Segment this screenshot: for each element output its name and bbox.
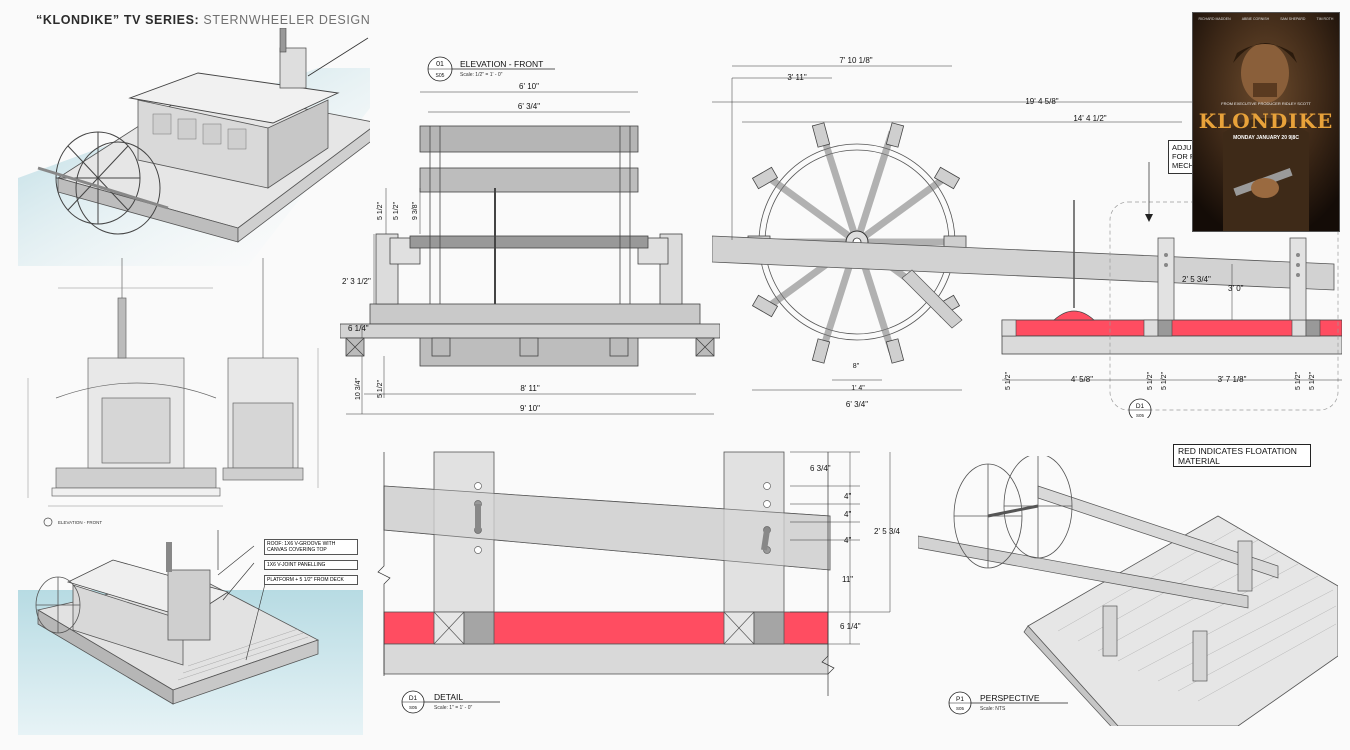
callout-roof: ROOF: 1X6 V-GROOVE WITH CANVAS COVERING … [264,539,358,555]
svg-text:4": 4" [844,492,851,501]
poster-cast-4: TIM ROTH [1316,17,1334,21]
svg-text:5 1/2": 5 1/2" [1295,371,1302,390]
svg-text:3' 7 1/8": 3' 7 1/8" [1218,375,1247,384]
svg-text:5 1/2": 5 1/2" [393,201,400,220]
svg-text:D1: D1 [1136,403,1145,410]
svg-text:5 1/2": 5 1/2" [377,201,384,220]
svg-text:5 1/2": 5 1/2" [1147,371,1154,390]
svg-text:S05: S05 [436,73,445,79]
svg-text:19' 4 5/8": 19' 4 5/8" [1025,97,1058,106]
svg-text:2' 5 3/4": 2' 5 3/4" [874,527,900,536]
svg-text:11": 11" [842,575,853,584]
svg-text:6 1/4": 6 1/4" [840,622,861,631]
svg-text:2' 3 1/2": 2' 3 1/2" [342,277,371,286]
svg-text:8' 11": 8' 11" [520,384,540,393]
svg-text:S05: S05 [1136,413,1145,418]
callout-platform: PLATFORM + 5 1/2" FROM DECK [264,575,358,585]
poster-cast-3: SAM SHEPARD [1280,17,1306,21]
svg-text:6 3/4": 6 3/4" [810,464,831,473]
render-bottom-left [18,530,363,735]
svg-text:4": 4" [844,510,851,519]
title-light: STERNWHEELER DESIGN [203,13,371,27]
svg-text:D1: D1 [409,695,418,702]
svg-text:5 1/2": 5 1/2" [377,379,384,398]
svg-text:6' 3/4": 6' 3/4" [518,102,540,111]
svg-text:9' 10": 9' 10" [520,404,540,413]
render-top-left [18,28,370,266]
svg-text:5 1/2": 5 1/2" [1005,371,1012,390]
svg-text:DETAIL: DETAIL [434,692,463,702]
svg-text:8": 8" [853,363,860,370]
svg-text:6 1/4": 6 1/4" [348,324,369,333]
svg-text:S05: S05 [956,706,965,711]
perspective-drawing: P1 S05 PERSPECTIVE Scale: NTS [918,456,1338,726]
callout-panelling: 1X6 V-JOINT PANELLING [264,560,358,570]
svg-text:14' 4 1/2": 14' 4 1/2" [1073,114,1106,123]
svg-text:1' 4": 1' 4" [851,385,865,392]
small-view-label: ELEVATION - FRONT [58,520,102,525]
svg-text:4' 5/8": 4' 5/8" [1071,375,1093,384]
svg-text:6' 3/4": 6' 3/4" [846,400,868,409]
svg-text:10 3/4": 10 3/4" [355,378,362,400]
poster-cast-1: RICHARD MADDEN [1198,17,1231,21]
svg-text:PERSPECTIVE: PERSPECTIVE [980,693,1040,703]
poster-title: KLONDIKE [1198,109,1334,133]
svg-text:6' 10": 6' 10" [519,82,539,91]
svg-text:Scale: 1/2" = 1' - 0": Scale: 1/2" = 1' - 0" [460,72,503,78]
small-elevations: ELEVATION - FRONT [27,258,319,527]
klondike-poster: RICHARD MADDEN ABBIE CORNISH SAM SHEPARD… [1192,12,1340,232]
svg-text:01: 01 [436,61,444,68]
sheet-title: “KLONDIKE” TV SERIES: STERNWHEELER DESIG… [36,13,370,27]
svg-text:3' 0": 3' 0" [1228,284,1244,293]
svg-text:9 3/8": 9 3/8" [412,201,419,220]
svg-text:Scale: NTS: Scale: NTS [980,706,1006,712]
side-elevation-drawing: 7' 10 1/8" 3' 11" 19' 4 5/8" 14' 4 1/2" … [712,56,1342,418]
poster-date: MONDAY JANUARY 20 9|8C [1233,135,1299,141]
svg-text:7' 10 1/8": 7' 10 1/8" [839,56,872,65]
svg-text:Scale: 1" = 1' - 0": Scale: 1" = 1' - 0" [434,705,472,711]
svg-text:ELEVATION - FRONT: ELEVATION - FRONT [460,59,543,69]
svg-text:S05: S05 [409,705,418,710]
svg-text:P1: P1 [956,696,964,703]
flotation-note: RED INDICATES FLOATATION MATERIAL [1173,444,1311,467]
detail-drawing: 6 3/4" 4" 4" 4" 11" 6 1/4" 2' 5 3/4" D1 … [377,451,900,714]
svg-text:4": 4" [844,536,851,545]
svg-text:5 1/2": 5 1/2" [1309,371,1316,390]
svg-text:3' 11": 3' 11" [787,73,807,82]
elevation-front-tag: 01 S05 ELEVATION - FRONT Scale: 1/2" = 1… [427,56,555,82]
svg-text:5 1/2": 5 1/2" [1161,371,1168,390]
poster-credit: FROM EXECUTIVE PRODUCER RIDLEY SCOTT [1221,101,1311,106]
poster-cast-2: ABBIE CORNISH [1241,17,1270,21]
elevation-front-drawing: 01 S05 ELEVATION - FRONT Scale: 1/2" = 1… [340,56,720,415]
title-bold: “KLONDIKE” TV SERIES: [36,13,200,27]
svg-text:2' 5 3/4": 2' 5 3/4" [1182,275,1211,284]
